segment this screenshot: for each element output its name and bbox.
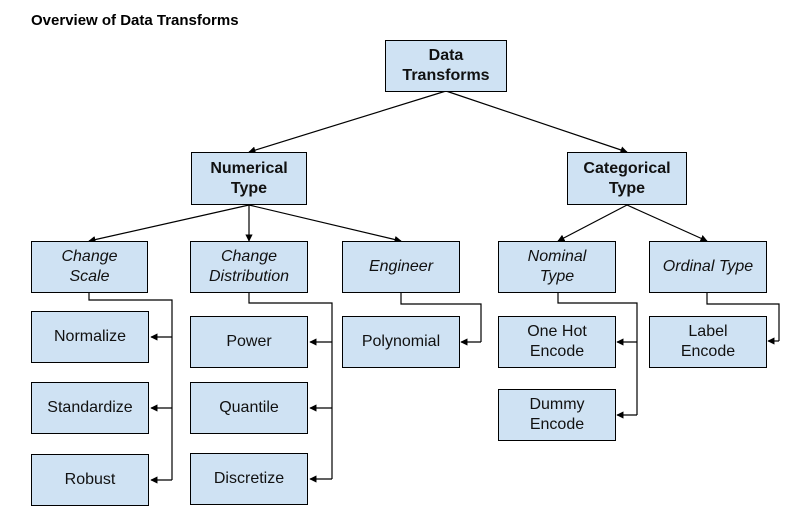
node-one-hot-encode: One Hot Encode [498, 316, 616, 368]
node-change-distribution-label: Change Distribution [208, 248, 290, 285]
edge-numerical-engineer [248, 204, 402, 244]
node-discretize-label: Discretize [213, 470, 285, 487]
node-power: Power [190, 316, 308, 368]
node-numerical-type-label: Numerical Type [210, 159, 288, 197]
node-polynomial: Polynomial [342, 316, 460, 368]
node-change-scale: Change Scale [31, 241, 148, 293]
edge-root-categorical [445, 90, 628, 154]
node-quantile: Quantile [190, 382, 308, 434]
node-polynomial-label: Polynomial [361, 333, 441, 350]
node-nominal-type-label: Nominal Type [527, 248, 587, 285]
node-quantile-label: Quantile [219, 399, 279, 416]
edge-numerical-change-scale [88, 204, 250, 244]
node-one-hot-encode-label: One Hot Encode [527, 323, 587, 360]
node-engineer: Engineer [342, 241, 460, 293]
node-power-label: Power [226, 333, 272, 350]
node-numerical-type: Numerical Type [191, 152, 307, 205]
node-change-distribution: Change Distribution [190, 241, 308, 293]
node-normalize-label: Normalize [53, 328, 126, 345]
edge-categorical-ordinal [626, 204, 708, 242]
node-dummy-encode: Dummy Encode [498, 389, 616, 441]
node-nominal-type: Nominal Type [498, 241, 616, 293]
node-categorical-type-label: Categorical Type [583, 159, 671, 197]
node-normalize: Normalize [31, 311, 149, 363]
node-dummy-encode-label: Dummy Encode [529, 396, 585, 433]
node-ordinal-type: Ordinal Type [649, 241, 767, 293]
node-change-scale-label: Change Scale [61, 248, 118, 285]
edge-root-numerical [248, 90, 447, 154]
node-robust-label: Robust [64, 471, 116, 488]
node-discretize: Discretize [190, 453, 308, 505]
diagram-title: Overview of Data Transforms [31, 12, 239, 29]
node-ordinal-type-label: Ordinal Type [662, 258, 754, 275]
node-label-encode-label: Label Encode [680, 323, 736, 360]
node-label-encode: Label Encode [649, 316, 767, 368]
node-standardize: Standardize [31, 382, 149, 434]
edge-categorical-nominal [557, 204, 628, 242]
node-data-transforms-label: Data Transforms [402, 47, 490, 84]
node-categorical-type: Categorical Type [567, 152, 687, 205]
node-engineer-label: Engineer [368, 258, 434, 275]
node-data-transforms: Data Transforms [385, 40, 507, 92]
node-robust: Robust [31, 454, 149, 506]
node-standardize-label: Standardize [47, 399, 133, 416]
